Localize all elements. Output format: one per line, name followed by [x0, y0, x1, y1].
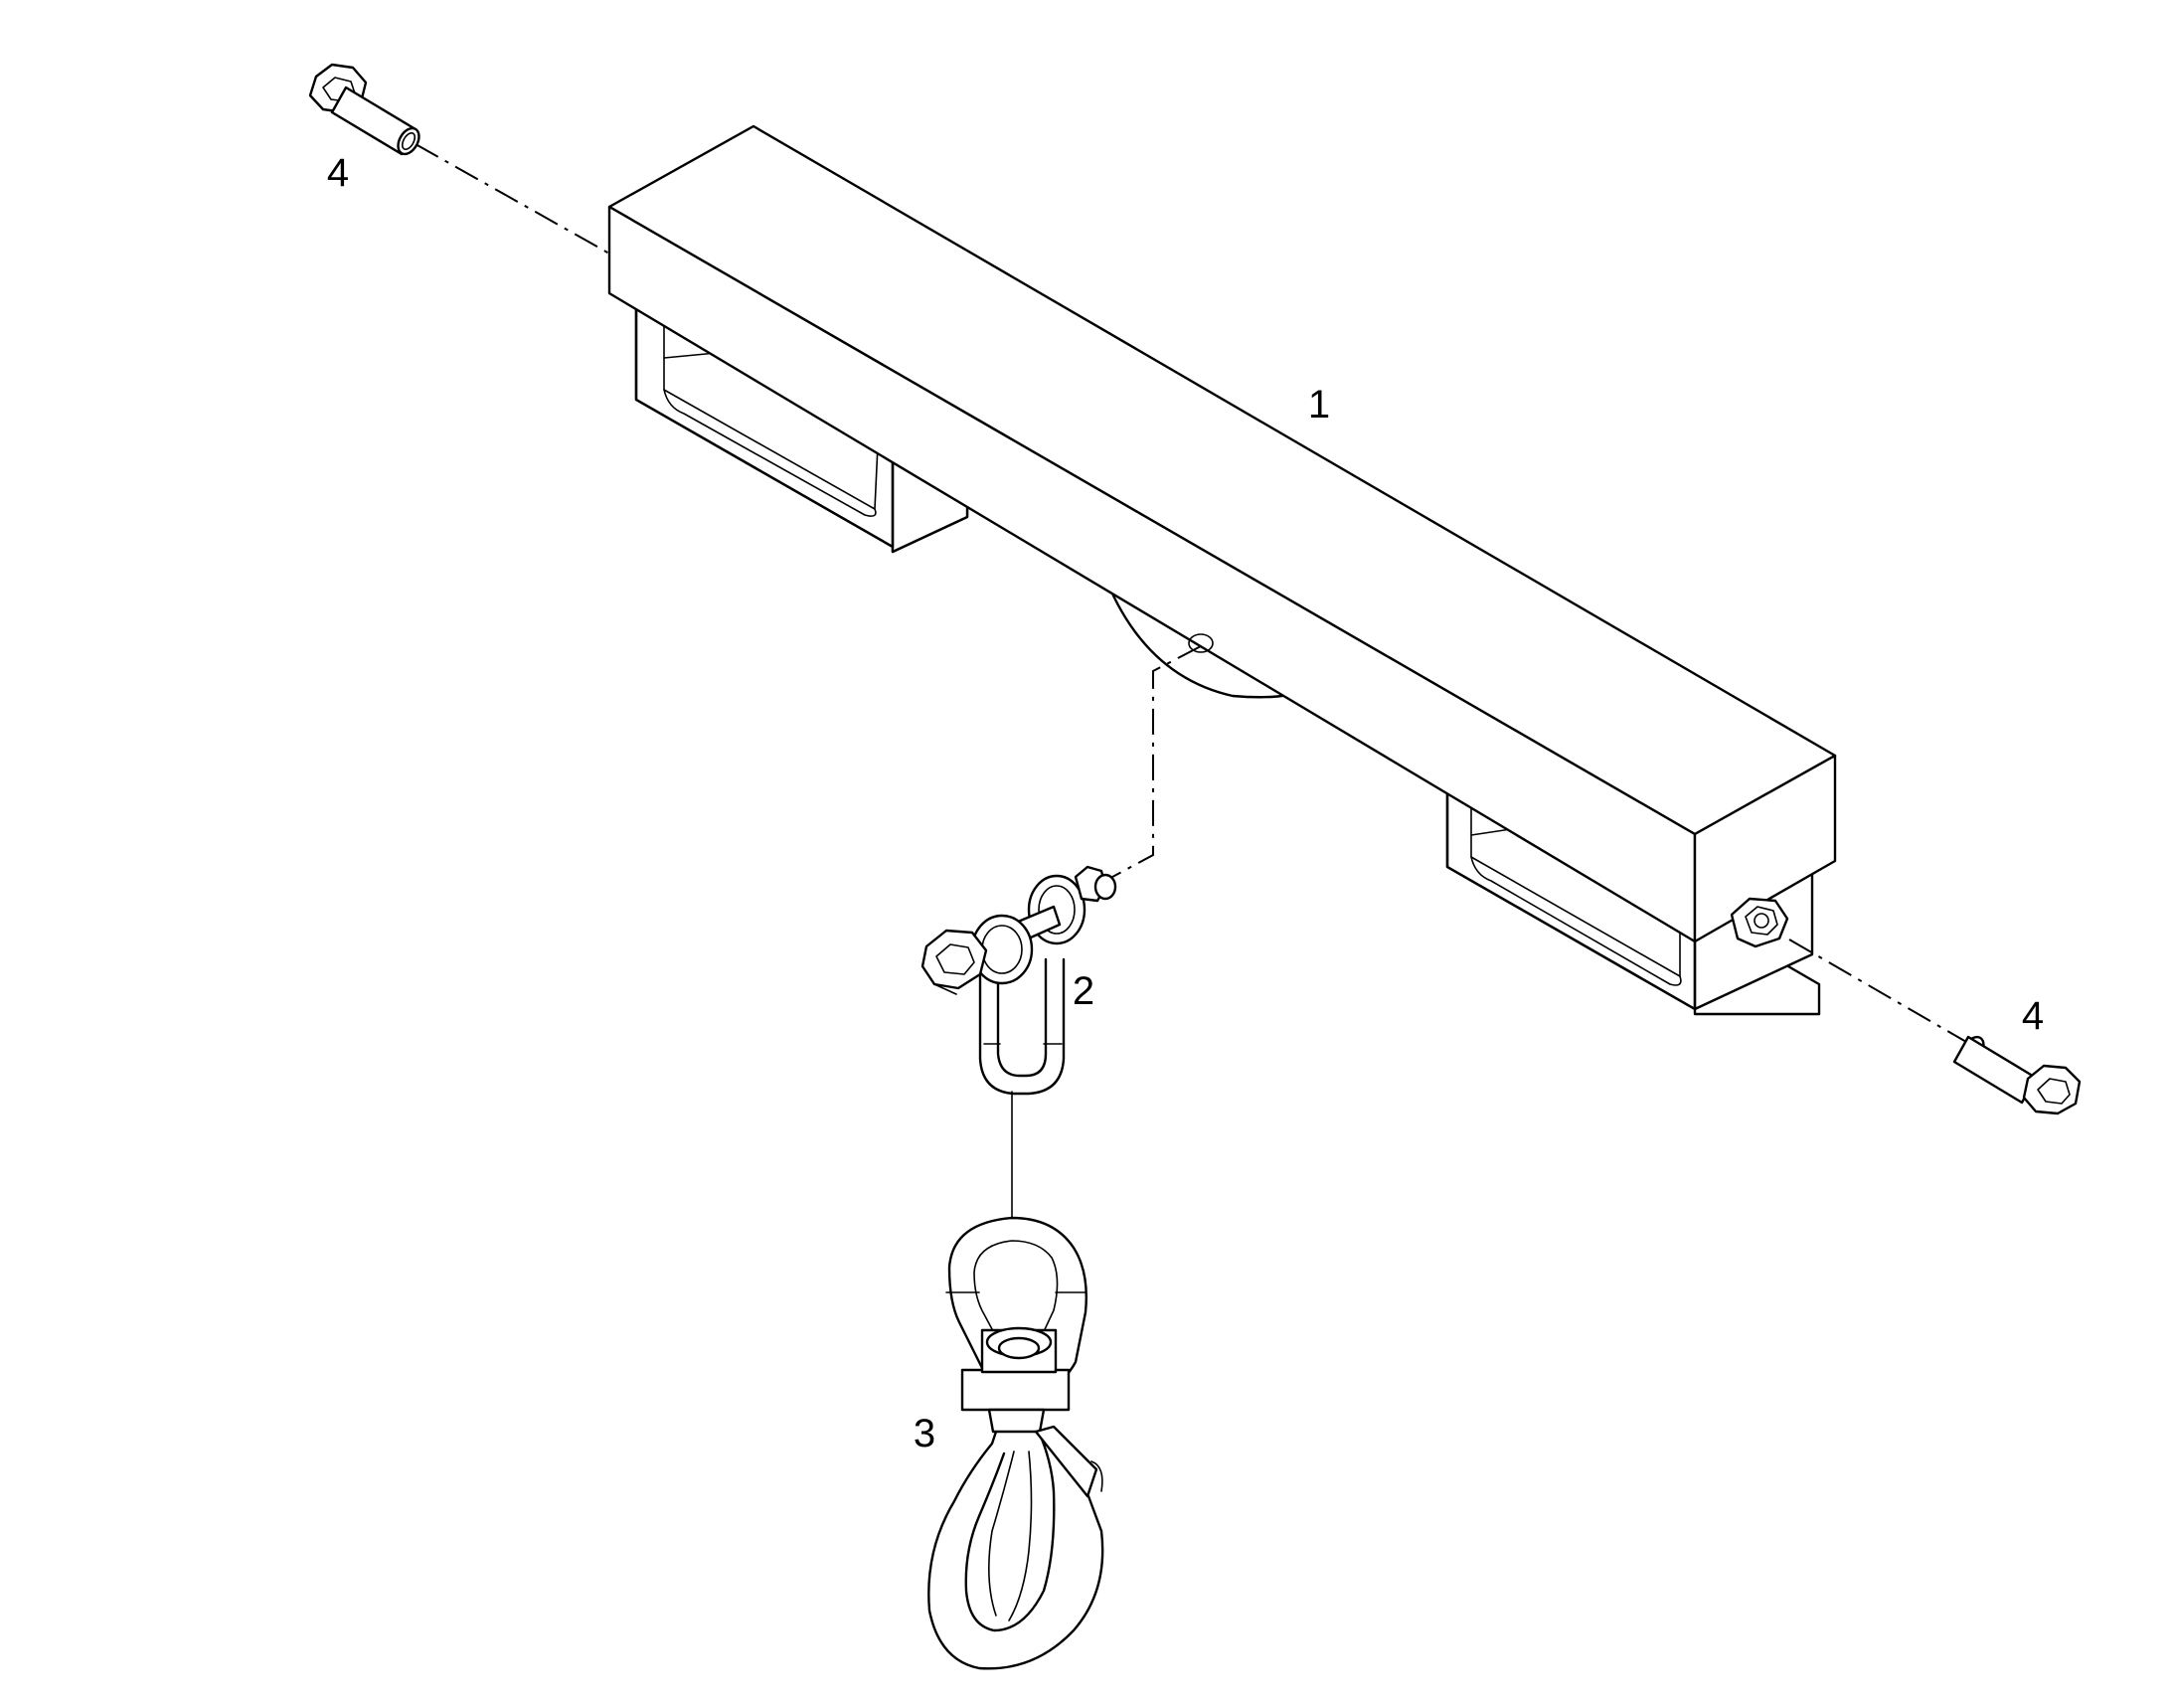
swivel-hook [927, 1216, 1104, 1670]
beam [607, 124, 1837, 1016]
shackle [920, 865, 1117, 1096]
assembly-lines [415, 143, 1974, 1219]
callout-4-right: 4 [2022, 994, 2044, 1038]
beam-end-face [1693, 754, 1837, 943]
callout-2: 2 [1073, 969, 1094, 1013]
bolt-right [1952, 1035, 2082, 1115]
bolt-left [308, 63, 420, 156]
lock-nut-icon [1730, 897, 1789, 948]
callout-1: 1 [1308, 383, 1330, 427]
callouts: 1 2 3 4 4 [327, 151, 2044, 1455]
beam-front-face [607, 205, 1697, 943]
pin-hole [1188, 633, 1214, 653]
callout-4-left: 4 [327, 151, 349, 195]
callout-3: 3 [914, 1412, 935, 1455]
